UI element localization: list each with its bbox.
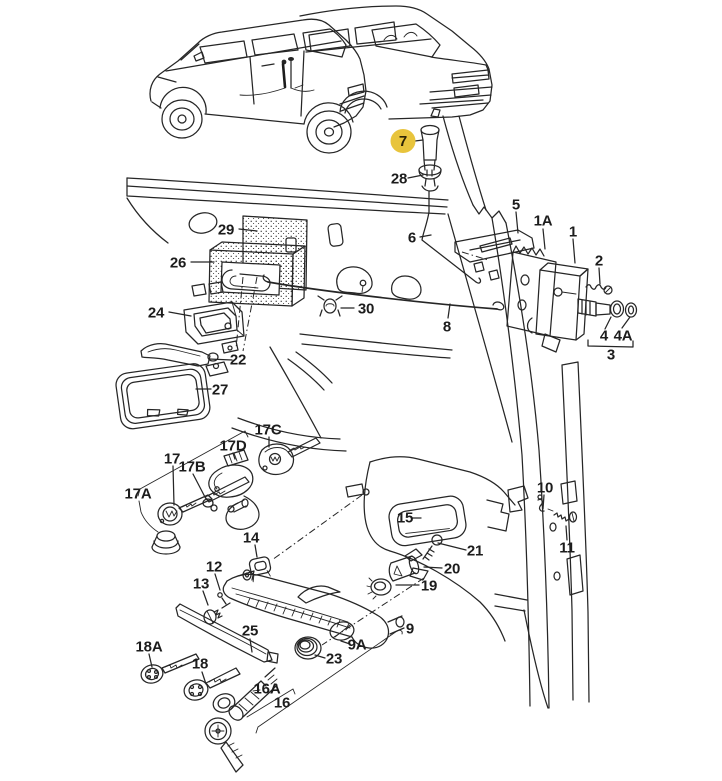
part-label-12[interactable]: 12 <box>205 558 223 576</box>
strip-part-25-art <box>175 603 279 664</box>
part-label-16[interactable]: 16 <box>273 694 291 712</box>
lock-rod-part-8-art <box>262 274 505 311</box>
car-sedan-art <box>299 5 493 120</box>
part-label-14[interactable]: 14 <box>242 529 260 547</box>
part-label-29[interactable]: 29 <box>217 221 235 239</box>
key-part-17C-art <box>258 437 321 476</box>
part-label-6[interactable]: 6 <box>407 229 417 247</box>
reference-lines <box>235 276 425 646</box>
leader-lines <box>148 139 634 734</box>
boot-ring-part-23-art <box>294 636 322 660</box>
part-label-9A[interactable]: 9A <box>347 636 367 654</box>
door-inner-panel-art <box>126 177 513 452</box>
part-label-26[interactable]: 26 <box>169 254 187 272</box>
part-label-25[interactable]: 25 <box>241 622 259 640</box>
part-label-5[interactable]: 5 <box>511 196 521 214</box>
in-car-lock-detail <box>239 57 315 96</box>
part-label-17[interactable]: 17 <box>163 450 181 468</box>
part-label-10[interactable]: 10 <box>536 479 554 497</box>
part-label-13[interactable]: 13 <box>192 575 210 593</box>
part-label-17C[interactable]: 17C <box>254 421 282 439</box>
part-label-22[interactable]: 22 <box>229 351 247 369</box>
clip-part-10-art <box>537 494 545 512</box>
part-label-1A[interactable]: 1A <box>533 212 553 230</box>
handle-gasket-part-15-art <box>388 495 467 547</box>
part-label-18A[interactable]: 18A <box>135 638 163 656</box>
part-label-21[interactable]: 21 <box>466 542 484 560</box>
lock-cylinder-shaft-part-3-art <box>577 298 611 317</box>
part-label-1[interactable]: 1 <box>568 223 578 241</box>
door-lock-part-1-art <box>526 262 589 353</box>
lock-rod-part-6-art <box>421 190 482 284</box>
part-label-4[interactable]: 4 <box>599 327 609 345</box>
door-handle-part-9-art <box>222 569 405 649</box>
grommet-part-28-art <box>418 164 442 192</box>
key-part-16-art <box>204 717 244 773</box>
part-label-19[interactable]: 19 <box>420 577 438 595</box>
lock-plate-part-1A-art <box>506 245 557 337</box>
part-label-4A[interactable]: 4A <box>613 327 633 345</box>
part-label-18[interactable]: 18 <box>191 655 209 673</box>
key-part-18A-art <box>140 653 200 684</box>
washer-part-4A-art <box>624 302 638 318</box>
car-hatchback-art <box>149 18 367 154</box>
inner-handle-housing-part-24-art <box>183 301 245 354</box>
part-label-17A[interactable]: 17A <box>124 485 152 503</box>
key-part-17-art <box>157 494 213 526</box>
part-label-28[interactable]: 28 <box>390 170 408 188</box>
lock-cylinder-part-16A-art <box>212 667 278 721</box>
screw-part-2-art <box>585 284 613 295</box>
inner-handle-lever-part-22-art <box>140 343 229 377</box>
lock-cylinder-housing-part-20-art <box>388 548 429 582</box>
key-blade-part-17B-art <box>202 476 250 513</box>
part-label-2[interactable]: 2 <box>594 252 604 270</box>
grommet-part-17A-art <box>151 530 181 555</box>
rod-clip-part-30-art <box>317 295 343 317</box>
guide-bracket-part-5-art <box>454 229 535 281</box>
washer-part-4-art <box>609 300 625 318</box>
pin-part-12-art <box>217 592 227 605</box>
key-group-bracket-art <box>137 430 249 533</box>
part-label-23[interactable]: 23 <box>325 650 343 668</box>
part-label-3[interactable]: 3 <box>606 346 616 364</box>
part-label-9[interactable]: 9 <box>405 620 415 638</box>
screw-part-21-art <box>422 534 443 561</box>
screw-part-11-art <box>547 508 578 523</box>
part-label-8[interactable]: 8 <box>442 318 452 336</box>
part-label-16A[interactable]: 16A <box>253 680 281 698</box>
trim-frame-part-27-art <box>115 363 211 430</box>
part-label-20[interactable]: 20 <box>443 560 461 578</box>
gasket-part-14-art <box>248 556 272 583</box>
part-label-17D[interactable]: 17D <box>219 437 247 455</box>
part-label-27[interactable]: 27 <box>211 381 229 399</box>
part-label-24[interactable]: 24 <box>147 304 165 322</box>
part-label-15[interactable]: 15 <box>396 509 414 527</box>
screw-part-13-art <box>203 602 231 625</box>
door-frame-art <box>442 115 590 709</box>
part-label-17B[interactable]: 17B <box>178 458 206 476</box>
part-label-11[interactable]: 11 <box>559 539 575 557</box>
ring-part-19-art <box>366 577 392 600</box>
key-fob-art <box>208 464 260 530</box>
part-hotspot-7-highlighted[interactable]: 7 <box>390 129 416 153</box>
key-part-18-art <box>183 667 241 701</box>
light-module-part-17D-art <box>223 449 249 467</box>
part-label-30[interactable]: 30 <box>357 300 375 318</box>
lock-knob-part-7-art <box>420 124 440 177</box>
